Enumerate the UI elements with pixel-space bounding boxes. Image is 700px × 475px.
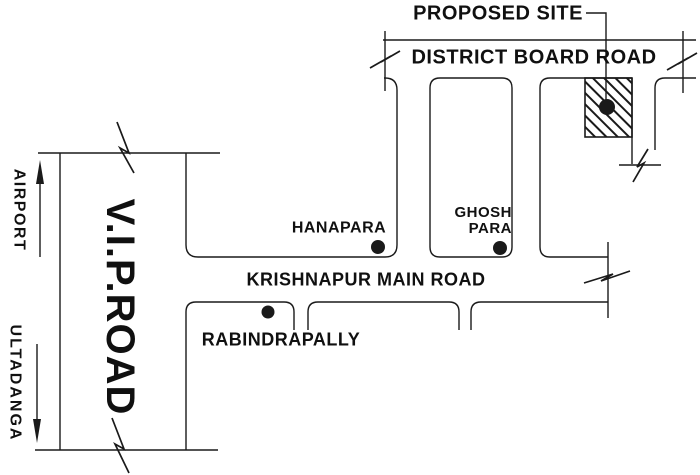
block-outline-south-east (470, 301, 608, 330)
ultadanga-arrow-icon (33, 344, 41, 443)
krishnapur-south-blocks (185, 242, 631, 450)
ghosh-para-label-line2: PARA (468, 220, 512, 237)
ghosh-para-dot (493, 241, 507, 255)
proposed-site-dot (599, 99, 615, 115)
leader-line (586, 12, 607, 101)
krishnapur-main-road-label: KRISHNAPUR MAIN ROAD (246, 269, 486, 290)
east-road-east-edge (654, 77, 696, 150)
road-break-icon (116, 121, 135, 174)
road-break-icon (111, 417, 130, 474)
block-outline-east (539, 77, 632, 258)
ghosh-para-label: GHOSH PARA (454, 205, 512, 237)
vip-road-lines (35, 121, 220, 474)
block-outline-ghosh-para (429, 77, 513, 258)
proposed-site-label: PROPOSED SITE (413, 2, 583, 25)
road-break-icon (632, 148, 649, 183)
district-board-road-lines (369, 31, 698, 93)
airport-label: AIRPORT (10, 168, 28, 252)
vip-road-label: V.I.P.ROAD (98, 198, 142, 416)
block-outline-northwest (185, 77, 398, 258)
hanapara-dot (371, 240, 385, 254)
road-break-icon (369, 50, 401, 69)
block-outline-rabindrapally (185, 301, 295, 450)
rabindrapally-label: RABINDRAPALLY (201, 329, 361, 350)
airport-arrow-icon (36, 160, 44, 257)
proposed-site-marker (584, 12, 633, 138)
block-outline-south-middle (307, 301, 460, 330)
road-break-icon (666, 52, 698, 71)
ghosh-para-label-line1: GHOSH (454, 204, 512, 221)
ultadanga-label: ULTADANGA (6, 324, 24, 442)
hanapara-label: HANAPARA (291, 219, 387, 237)
rabindrapally-dot (261, 305, 275, 319)
district-board-road-label: DISTRICT BOARD ROAD (411, 46, 657, 69)
road-break-icon (583, 270, 631, 284)
